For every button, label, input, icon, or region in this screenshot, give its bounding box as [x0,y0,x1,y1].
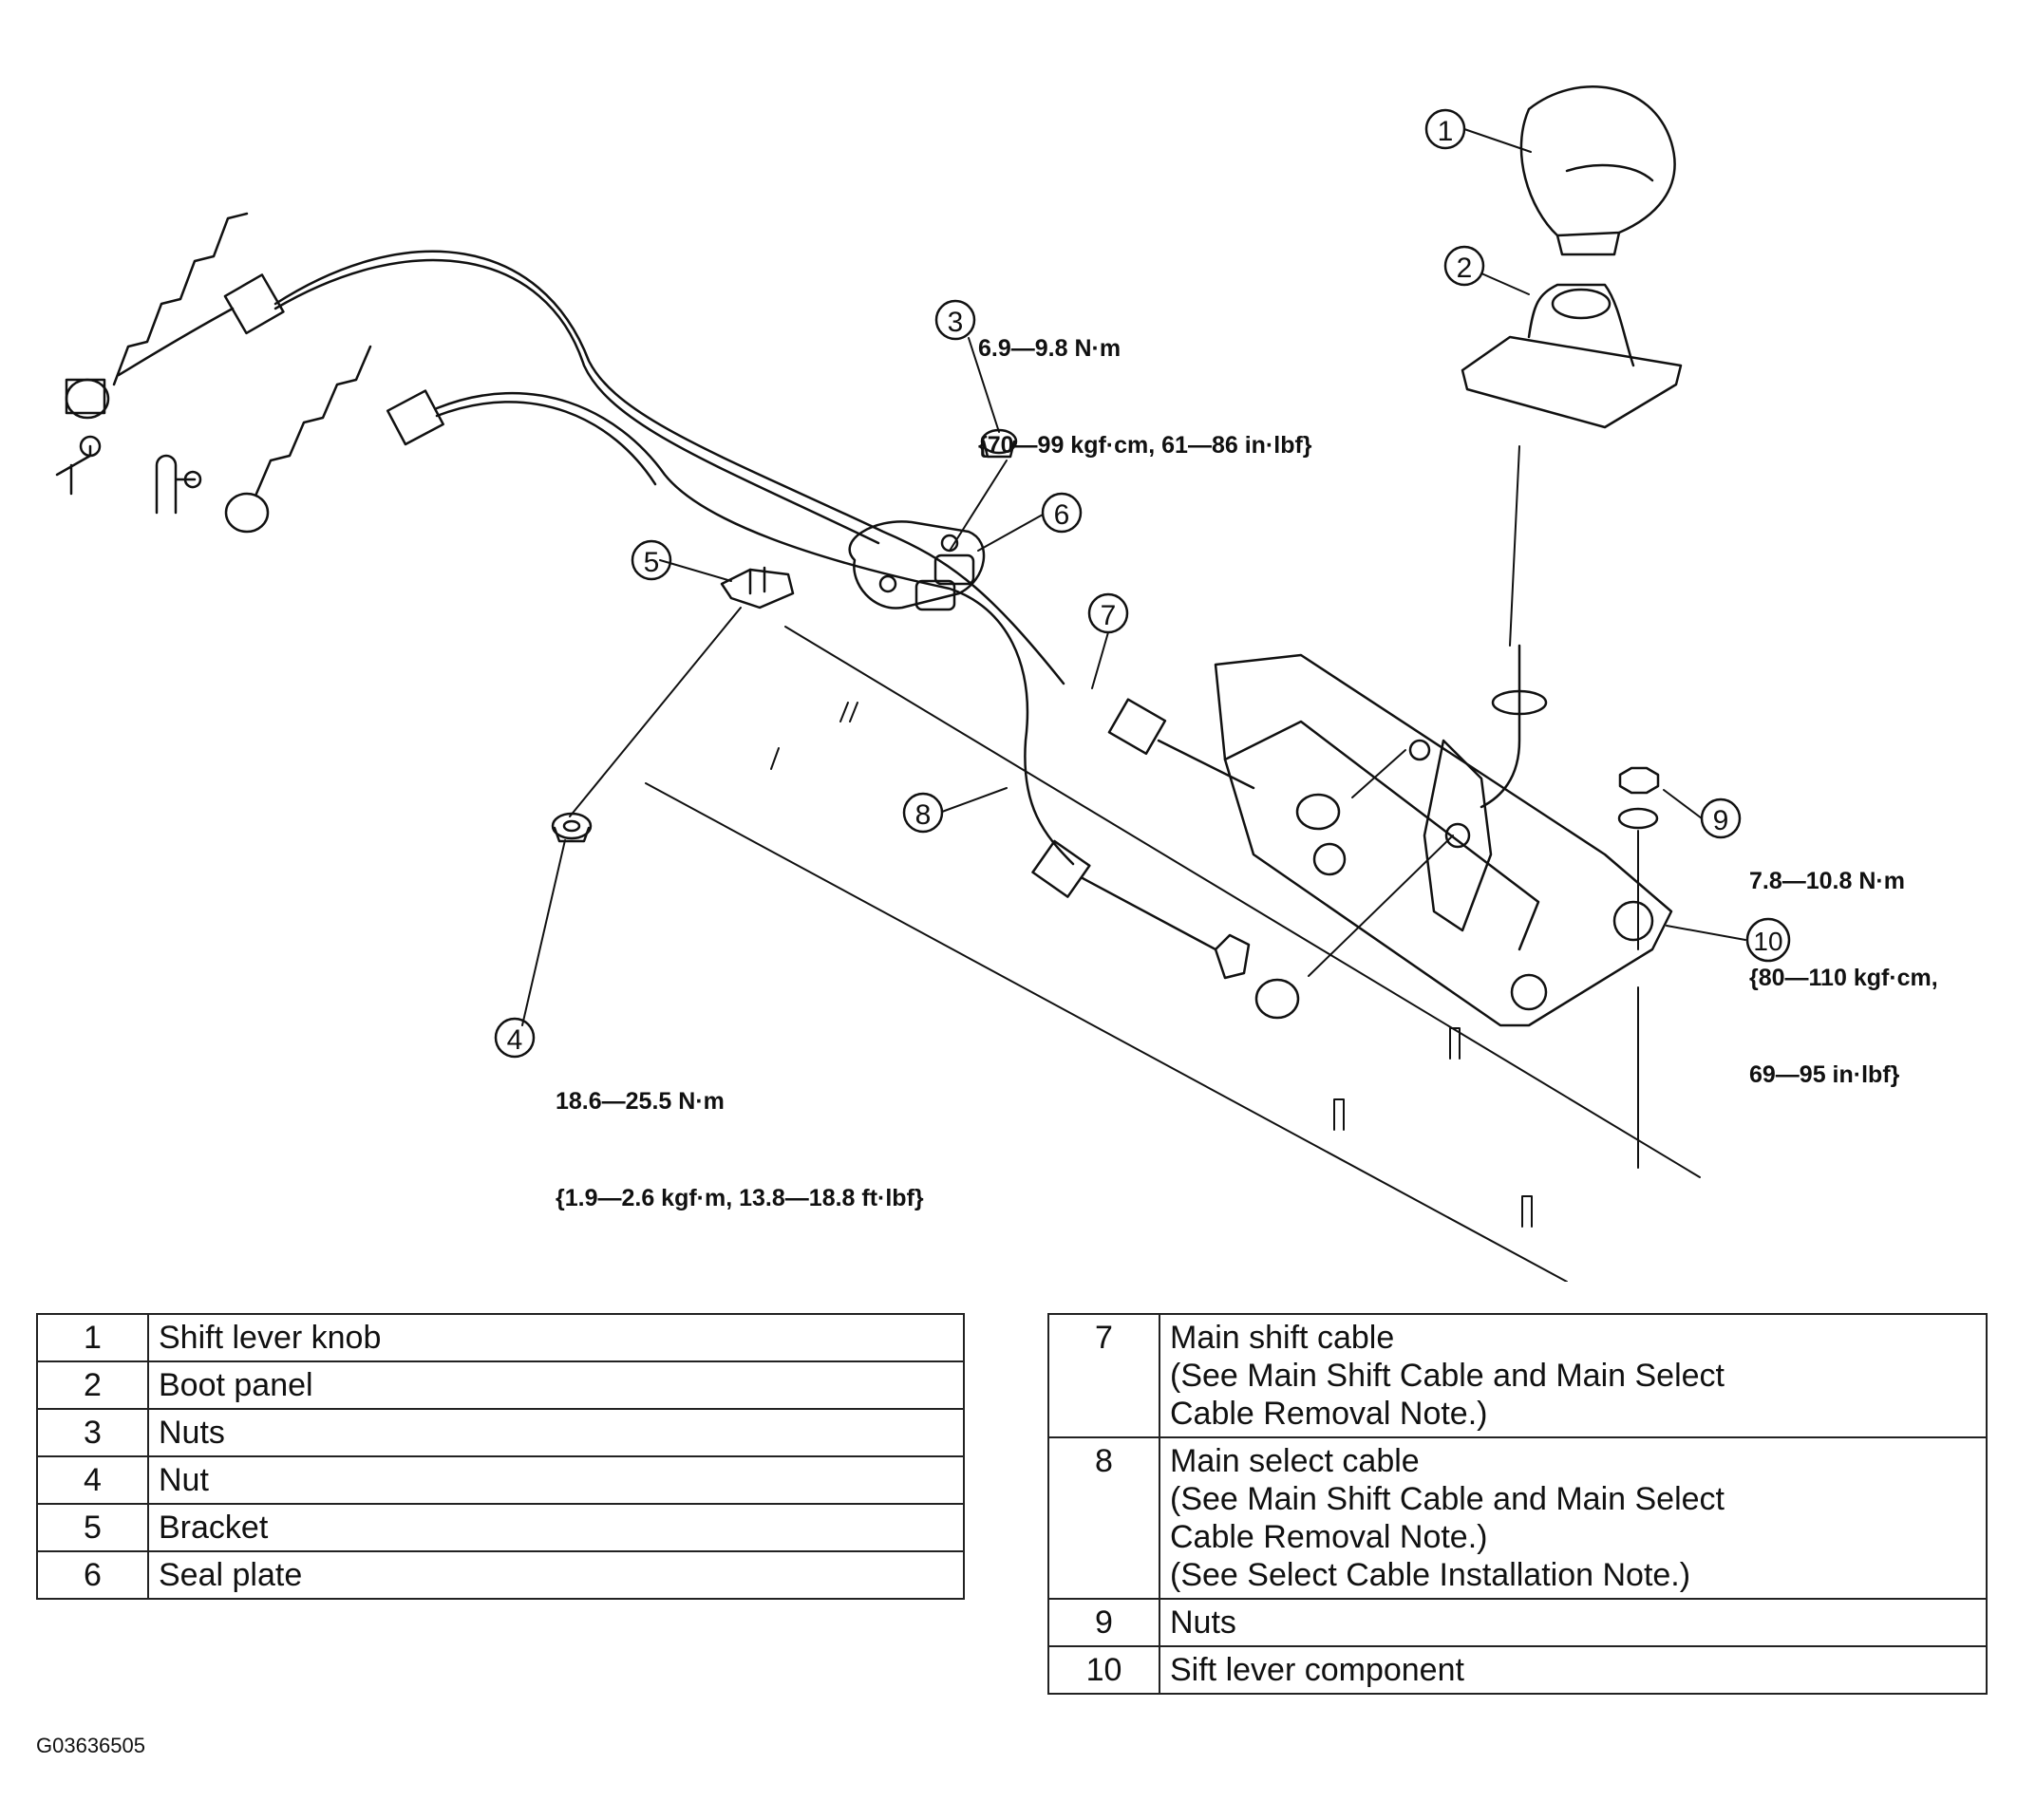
torque-alt-units-2: 69—95 in·lbf} [1749,1061,1900,1088]
callout-6: 6 [1041,492,1083,534]
callout-10: 10 [1745,917,1791,963]
svg-text:3: 3 [948,307,964,338]
nut-9-drawing [1617,766,1660,830]
part-description: Nuts [1159,1598,1988,1647]
callout-8: 8 [902,792,944,834]
torque-nm: 6.9—9.8 N·m [978,335,1122,362]
cable-ends-drawing [1031,698,1341,1020]
torque-spec-nut-3: 6.9—9.8 N·m {70—99 kgf·cm, 61—86 in·lbf} [978,268,1312,494]
svg-text:2: 2 [1457,253,1473,284]
description-line: Sift lever component [1170,1652,1464,1688]
boot-panel-drawing [1461,283,1683,429]
shift-lever-component-drawing [1214,644,1673,1027]
parts-legend-right: 7 Main shift cable (See Main Shift Cable… [1047,1313,1988,1695]
exploded-view-diagram: 1 2 3 4 5 6 7 8 9 10 [55,85,1791,1282]
part-description: Main select cable (See Main Shift Cable … [1159,1436,1988,1600]
torque-spec-nut-9: 7.8—10.8 N·m {80—110 kgf·cm, 69—95 in·lb… [1749,800,1938,1123]
part-number: 4 [36,1455,149,1505]
torque-nm: 18.6—25.5 N·m [556,1088,725,1115]
cable-mount-posts [55,435,202,515]
part-number: 2 [36,1360,149,1410]
callout-1: 1 [1424,108,1466,150]
table-row: 7 Main shift cable (See Main Shift Cable… [1047,1313,1988,1438]
part-number: 1 [36,1313,149,1362]
torque-spec-nut-4: 18.6—25.5 N·m {1.9—2.6 kgf·m, 13.8—18.8 … [556,1021,924,1247]
callout-7: 7 [1087,592,1129,634]
torque-nm: 7.8—10.8 N·m [1749,868,1905,894]
torque-alt-units: {70—99 kgf·cm, 61—86 in·lbf} [978,432,1312,459]
description-line: Main select cable [1170,1443,1420,1479]
description-line: (See Main Shift Cable and Main Select [1170,1481,1725,1517]
callout-3: 3 [934,299,976,341]
part-description: Nuts [147,1408,965,1457]
part-number: 10 [1047,1645,1160,1695]
nut-4-drawing [551,812,593,843]
part-description: Sift lever component [1159,1645,1988,1695]
part-number: 5 [36,1503,149,1552]
description-line: Main shift cable [1170,1320,1395,1356]
leader-lines [521,128,1746,1169]
part-description: Nut [147,1455,965,1505]
table-row: 9 Nuts [1047,1598,1988,1647]
part-description: Seal plate [147,1550,965,1600]
svg-text:4: 4 [507,1024,523,1056]
callout-2: 2 [1443,245,1485,287]
part-description: Main shift cable (See Main Shift Cable a… [1159,1313,1988,1438]
part-number: 6 [36,1550,149,1600]
part-number: 3 [36,1408,149,1457]
callout-4: 4 [494,1017,536,1059]
floor-lines [645,626,1701,1282]
callout-9: 9 [1700,797,1742,839]
svg-text:5: 5 [644,547,660,578]
svg-text:8: 8 [915,799,932,831]
seal-plate-drawing [848,520,986,611]
bracket-drawing [720,566,795,610]
svg-text:10: 10 [1753,927,1782,956]
svg-text:6: 6 [1054,499,1070,531]
part-number: 8 [1047,1436,1160,1600]
part-description: Boot panel [147,1360,965,1410]
table-row: 10 Sift lever component [1047,1645,1988,1695]
svg-text:1: 1 [1438,116,1454,147]
svg-text:7: 7 [1101,600,1117,631]
description-line: (See Select Cable Installation Note.) [1170,1557,1691,1593]
part-number: 9 [1047,1598,1160,1647]
torque-alt-units: {80—110 kgf·cm, [1749,965,1938,991]
description-line: Cable Removal Note.) [1170,1519,1488,1555]
figure-code: G03636505 [36,1734,145,1757]
main-select-cable-drawing [224,345,1075,866]
description-line: Nuts [1170,1604,1236,1641]
svg-text:9: 9 [1713,805,1729,836]
description-line: (See Main Shift Cable and Main Select [1170,1358,1725,1394]
table-row: 8 Main select cable (See Main Shift Cabl… [1047,1436,1988,1600]
part-description: Bracket [147,1503,965,1552]
part-number: 7 [1047,1313,1160,1438]
description-line: Cable Removal Note.) [1170,1396,1488,1432]
main-shift-cable-drawing [65,212,1065,685]
shift-lever-knob-drawing [1519,85,1676,256]
part-description: Shift lever knob [147,1313,965,1362]
torque-alt-units: {1.9—2.6 kgf·m, 13.8—18.8 ft·lbf} [556,1185,924,1211]
callout-5: 5 [631,539,672,581]
